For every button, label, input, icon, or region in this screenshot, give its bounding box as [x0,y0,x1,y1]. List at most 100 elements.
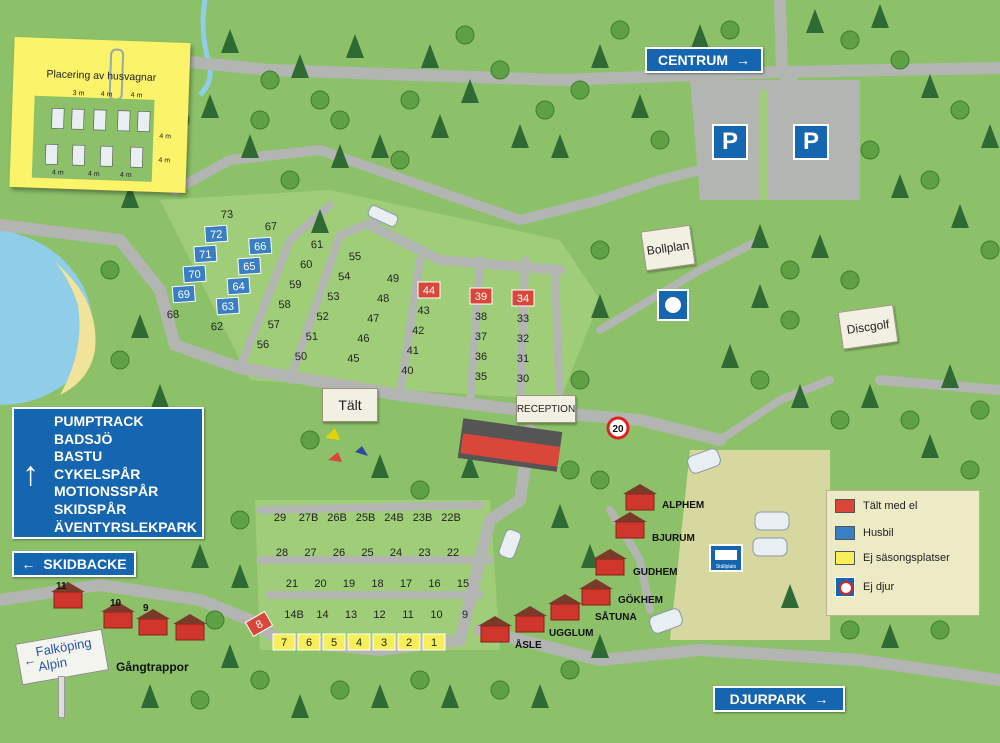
lot-38: 38 [475,311,487,323]
lot-69: 69 [171,284,196,304]
lot-7: 7 [272,633,296,651]
lot-60: 60 [300,259,313,272]
legend-label: Husbil [863,527,894,539]
lot-number: 67 [265,221,278,234]
cabin [136,609,170,636]
tree-icon [560,460,580,480]
tree-icon [890,50,910,70]
lot-number: 45 [347,353,360,366]
tree-icon [861,384,879,408]
direction-item: CYKELSPÅR [54,465,141,482]
cabin-number: 11 [56,581,67,592]
tree-icon [291,54,309,78]
tree-icon [951,204,969,228]
lot-number: 9 [462,609,468,621]
tree-icon [650,130,670,150]
lot-52: 52 [316,311,329,324]
note-dim-label: 4 m [88,171,100,178]
beach [55,262,96,395]
lot-5: 5 [322,633,346,651]
tree-icon [410,670,430,690]
tree-icon [920,170,940,190]
reception-board: RECEPTION [516,395,576,423]
lot-number: 46 [357,333,370,346]
lot-number: 1 [431,637,437,649]
no-pets-icon [835,577,855,597]
lot-number: 58 [278,299,291,312]
stream [198,0,213,97]
lot-36: 36 [475,351,487,363]
tree-icon [691,24,709,48]
tree-icon [241,134,259,158]
lot-number: 3 [381,637,387,649]
reception-building [457,418,563,472]
lot-53: 53 [327,291,340,304]
tree-icon [921,434,939,458]
tree-icon [981,124,999,148]
lot-number: 26B [327,512,347,524]
tree-icon [560,660,580,680]
tree-icon [371,454,389,478]
lot-number: 41 [407,345,419,357]
legend: Tält med el Husbil Ej säsongsplatser Ej … [826,490,980,616]
lot-number: 7 [281,637,287,649]
tree-icon [461,454,479,478]
lot-15: 15 [457,578,469,590]
tree-icon [871,4,889,28]
lot-number: 50 [295,351,308,364]
sign-post [58,676,65,718]
direction-item: ÄVENTYRSLEKPARK [54,518,197,535]
tree-icon [190,690,210,710]
tree-icon [570,370,590,390]
lot-49: 49 [387,273,400,286]
tree-icon [490,680,510,700]
directions-sign: ↑ PUMPTRACK BADSJÖ BASTU CYKELSPÅR MOTIO… [12,407,204,539]
lot-number: 54 [338,271,351,284]
lot-24: 24 [390,547,402,559]
lot-number: 14 [316,609,328,621]
lot-number: 22B [441,512,461,524]
tree-icon [410,480,430,500]
lot-55: 55 [349,251,362,264]
cabin [478,616,512,643]
lot-number: 61 [311,239,324,252]
ball-field-icon [657,289,689,321]
lot-50: 50 [295,351,308,364]
lot-73: 73 [221,209,234,222]
tree-icon [330,680,350,700]
lot-number: 43 [417,305,429,317]
parking-icon: P [793,124,829,160]
lot-number: 44 [423,285,435,297]
stallplats-icon: Ställplats [709,544,743,572]
lot-16: 16 [428,578,440,590]
tree-icon [330,110,350,130]
direction-item: BADSJÖ [54,430,113,447]
tree-icon [590,470,610,490]
arrow-left-icon: ← [21,556,36,572]
lot-62: 62 [211,321,224,334]
lot-number: 20 [314,578,326,590]
note-dim-label: 4 m [158,157,170,164]
lot-39: 39 [469,287,493,305]
lot-46: 46 [357,333,370,346]
lot-number: 23 [418,547,430,559]
lot-47: 47 [367,313,380,326]
tree-icon [806,9,824,33]
lot-29: 29 [274,512,286,524]
bollplan-board: Bollplan [640,224,696,272]
lot-number: 30 [517,373,529,385]
stallplats-field [670,450,830,640]
lot-number: 17 [400,578,412,590]
lot-number: 35 [475,371,487,383]
lot-number: 60 [300,259,313,272]
lot-71: 71 [193,244,218,264]
lake [0,230,93,405]
tree-icon [151,384,169,408]
tree-icon [631,94,649,118]
direction-item: SKIDSPÅR [54,500,127,517]
lot-4: 4 [347,633,371,651]
tree-icon [291,694,309,718]
lot-number: 8 [254,618,265,631]
lot-23: 23 [418,547,430,559]
lot-number: 11 [402,609,413,621]
